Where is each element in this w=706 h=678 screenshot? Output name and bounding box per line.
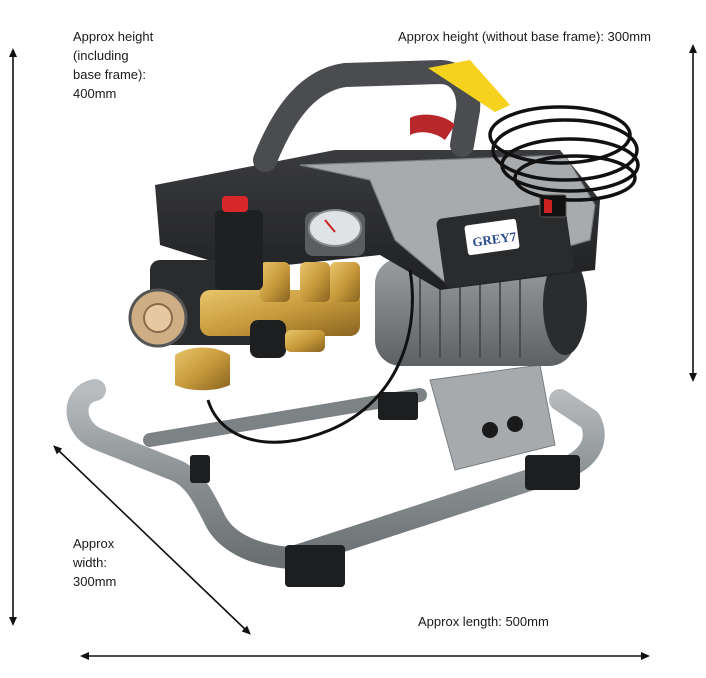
frame-foot (285, 545, 345, 587)
frame-foot (378, 392, 418, 420)
high-pressure-outlet (285, 330, 325, 352)
height-incl-line-1: Approx height (73, 29, 154, 44)
base-frame (66, 379, 605, 587)
regulator-red-cap (222, 196, 248, 212)
brand-badge (464, 218, 520, 256)
carry-handle[interactable] (253, 59, 510, 172)
water-inlet (175, 347, 230, 391)
bracket-hole (482, 422, 498, 438)
pressure-regulator[interactable] (215, 196, 263, 290)
pressure-gauge (305, 209, 365, 256)
outlet-connector (250, 320, 286, 358)
height-incl-line-2: (including (73, 48, 129, 63)
bracket-hole (507, 416, 523, 432)
power-cord (488, 105, 640, 202)
height-incl-line-3: base frame): (73, 67, 146, 82)
handle-clip (428, 60, 510, 112)
length-label: Approx length: 500mm (418, 614, 549, 629)
width-arrow (53, 445, 251, 635)
spray-lance-tip (410, 114, 455, 140)
frame-foot (525, 455, 580, 490)
height-incl-line-4: 400mm (73, 86, 117, 101)
frame-foot (190, 455, 210, 483)
height-including-frame-label: Approx height (including base frame): 40… (73, 27, 153, 103)
motor-bracket (429, 364, 556, 471)
height-without-frame-label: Approx height (without base frame): 300m… (398, 29, 651, 44)
brand-logo: GREY7 (471, 229, 517, 250)
power-switch-rocker (544, 199, 552, 213)
gauge-hose (206, 269, 414, 444)
